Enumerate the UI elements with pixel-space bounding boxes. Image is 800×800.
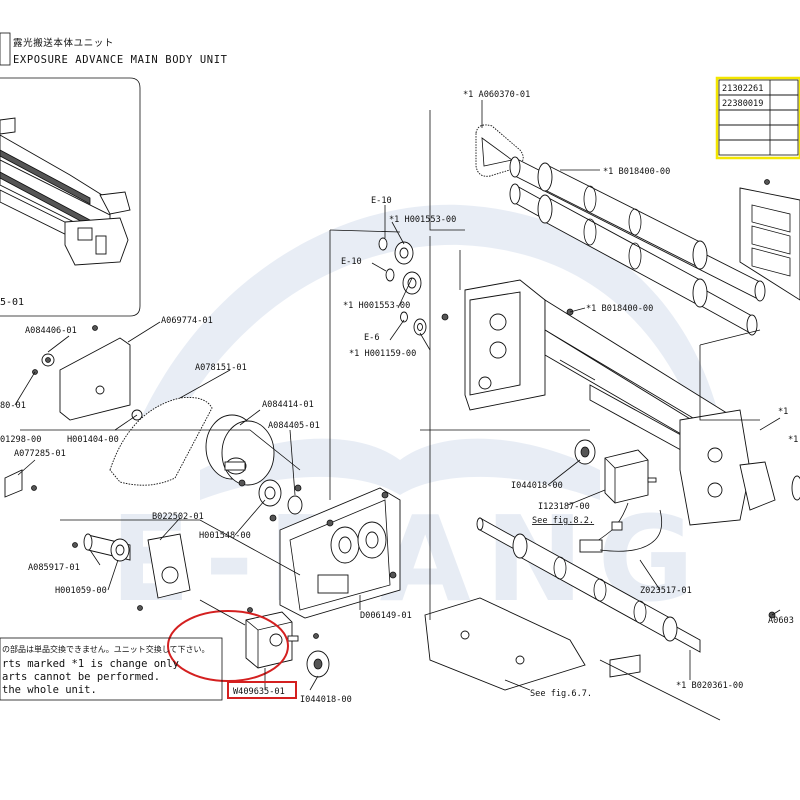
note-frame	[0, 637, 223, 701]
callout-label: A077285-01	[14, 449, 66, 459]
pulley-a084414	[205, 414, 275, 487]
callout-label: *1 B018400-00	[586, 304, 653, 314]
callout-label: *1 H001553-00	[389, 215, 456, 225]
bracket-a069774	[32, 325, 143, 421]
belt-a078151	[109, 397, 213, 486]
callout-label: *1	[788, 435, 798, 445]
callout-label: See fig.6.7.	[530, 689, 592, 699]
callout-label: See fig.8.2.	[532, 516, 594, 526]
roller-b018400-lower	[509, 183, 758, 336]
callout-label: H001548-00	[199, 531, 251, 541]
watermark-text: E-DANG	[110, 490, 708, 628]
watermark-arc	[120, 204, 720, 480]
callout-label: *1 H001159-00	[349, 349, 416, 359]
ring-e10-upper	[378, 237, 388, 251]
callout-label: A069774-01	[161, 316, 213, 326]
note-line-2: arts cannot be performed.	[2, 671, 160, 683]
inset-unit-drawing	[0, 117, 131, 266]
callout-label: *1 A060370-01	[463, 90, 530, 100]
note-line-3: the whole unit.	[2, 684, 97, 696]
inset-frame	[0, 77, 141, 317]
gearcase-d006149	[279, 487, 401, 619]
inset-assembly: 5-01	[0, 77, 141, 317]
note-line-1: rts marked *1 is change only	[2, 658, 179, 670]
callout-label: I044018-00	[300, 695, 352, 705]
bracket-a077285	[4, 469, 37, 498]
callout-label: *1 H001553-00	[343, 301, 410, 311]
bearing-h001553-upper	[394, 241, 414, 265]
title-english: EXPOSURE ADVANCE MAIN BODY UNIT	[13, 54, 228, 66]
callout-label: D006149-01	[360, 611, 412, 621]
title-frame	[0, 32, 11, 66]
callout-label: I123187-00	[538, 502, 590, 512]
note-box: の部品は単品交換できません。ユニット交換して下さい。 rts marked *1…	[0, 637, 223, 701]
callout-label: B022502-01	[152, 512, 204, 522]
callout-label: *1 B018400-00	[603, 167, 670, 177]
callout-label: *1 B020361-00	[676, 681, 743, 691]
reference-table-highlight	[715, 76, 800, 160]
reference-table-row	[718, 124, 799, 141]
callout-label: E-10	[371, 196, 392, 206]
callout-label: 01298-00	[0, 435, 41, 445]
reference-table-cell: 21302261	[722, 84, 763, 94]
highlighted-part-label: W409635-01	[227, 681, 297, 699]
gear-i044018-right	[574, 439, 596, 465]
gear-i044018-bottom	[306, 650, 330, 678]
base-plate	[424, 597, 721, 721]
part-a0603-right	[768, 475, 800, 619]
callout-label: A0603	[768, 616, 794, 626]
reference-table-cell: 22380019	[722, 99, 763, 109]
leader-lines	[14, 100, 781, 691]
bearing-h001159	[413, 318, 427, 336]
callout-label: H001059-00	[55, 586, 107, 596]
cover-plate-right	[739, 179, 800, 301]
plate-b022502	[137, 533, 191, 611]
reference-table: 21302261 22380019	[715, 76, 800, 160]
roller-b018400-upper	[509, 156, 766, 302]
callout-label: Z023517-01	[640, 586, 692, 596]
ring-e10-lower	[385, 268, 395, 282]
watermark-book	[200, 438, 600, 500]
screw	[441, 313, 449, 321]
title-block: 露光搬送本体ユニット EXPOSURE ADVANCE MAIN BODY UN…	[0, 32, 228, 66]
callout-label: A084406-01	[25, 326, 77, 336]
roller-b020361	[476, 517, 701, 653]
callout-label: 80-01	[0, 401, 26, 411]
cable-z023517	[599, 509, 663, 552]
callout-label: A084414-01	[262, 400, 314, 410]
inset-label: 5-01	[0, 297, 24, 308]
callout-labels: *1 A060370-01 *1 B018400-00 *1 B018400-0…	[0, 90, 798, 705]
highlighted-part-number: W409635-01	[233, 687, 285, 697]
ring-e6	[400, 311, 408, 323]
main-frame	[464, 279, 776, 526]
callout-label: E-10	[341, 257, 362, 267]
motor-i123187	[579, 449, 657, 553]
callout-label: A084405-01	[268, 421, 320, 431]
reference-table-row	[718, 139, 799, 156]
callout-label: A085917-01	[28, 563, 80, 573]
washer-a084405	[287, 484, 303, 515]
bearing-h001059	[110, 538, 130, 562]
callout-label: A078151-01	[195, 363, 247, 373]
callout-label: H001404-00	[67, 435, 119, 445]
highlight-box	[227, 681, 297, 699]
watermark: E-DANG	[110, 204, 720, 628]
note-japanese: の部品は単品交換できません。ユニット交換して下さい。	[2, 644, 210, 654]
reference-table-row	[718, 109, 799, 126]
callout-label: I044018-00	[511, 481, 563, 491]
bearing-h001548	[258, 479, 282, 522]
callout-label: E-6	[364, 333, 380, 343]
callout-label: *1	[778, 407, 788, 417]
title-japanese: 露光搬送本体ユニット	[13, 37, 114, 49]
